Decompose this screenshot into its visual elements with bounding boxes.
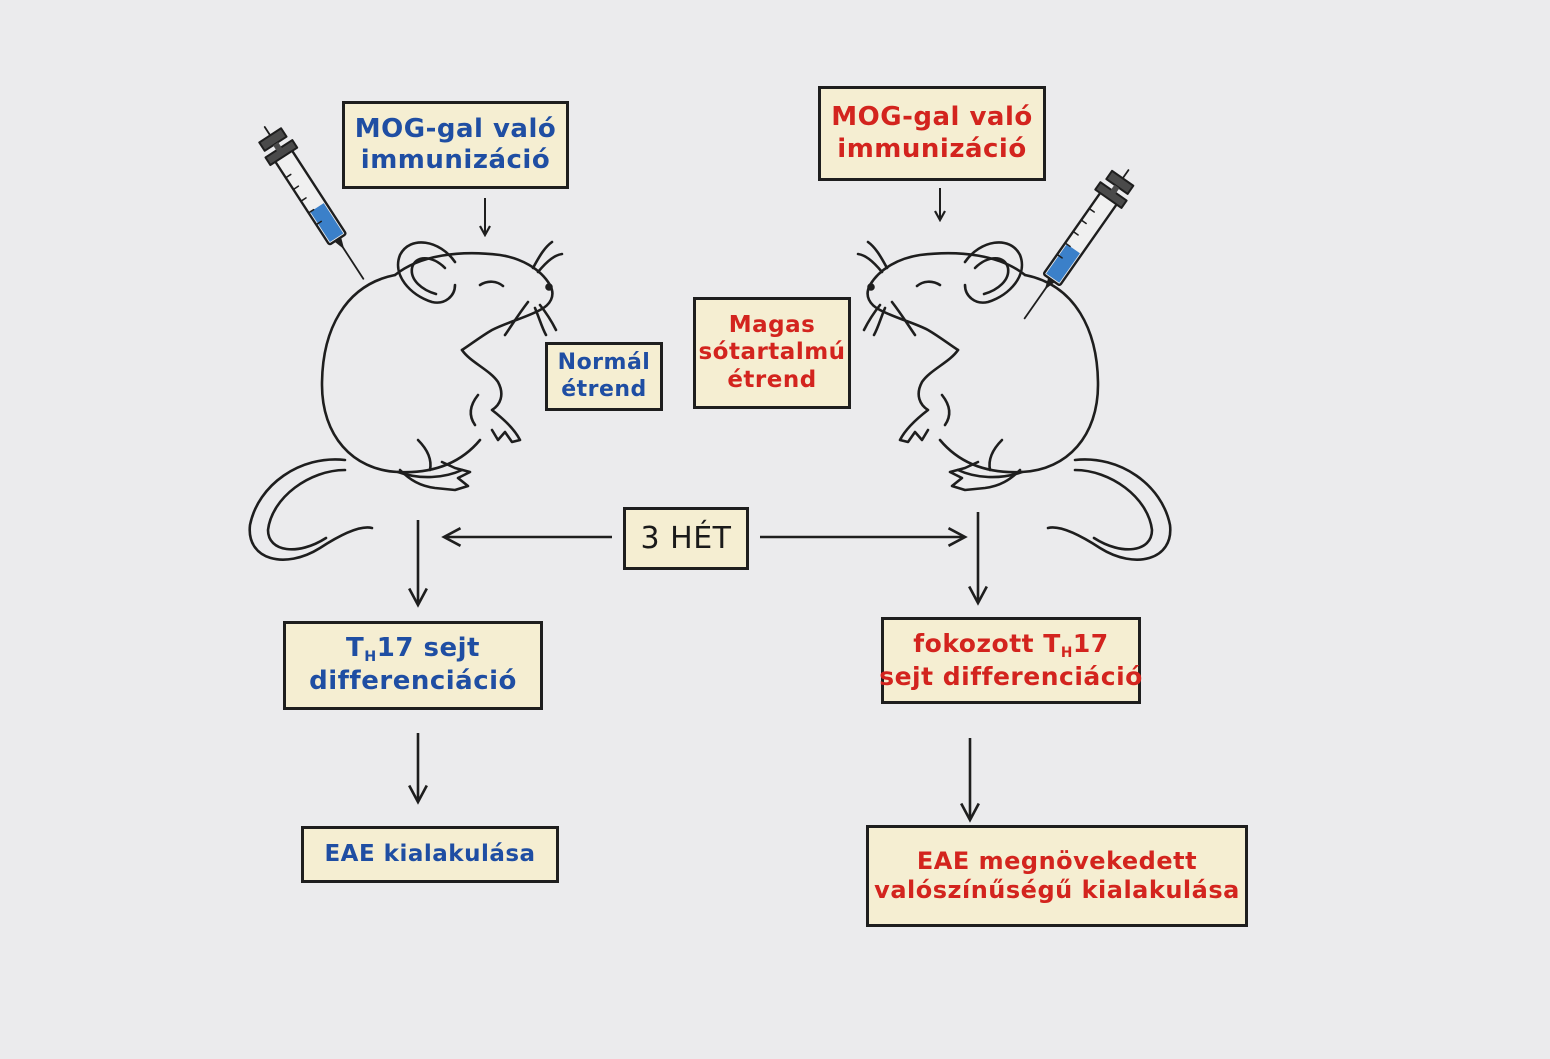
left-outcome-text: EAE kialakulása <box>324 840 536 867</box>
left-immunization-line1: MOG-gal való <box>354 113 557 144</box>
right-immunization-line2: immunizáció <box>837 133 1027 164</box>
right-diet-line3: étrend <box>727 366 817 393</box>
right-th17-sub: H <box>1060 645 1073 662</box>
mouse-icon <box>248 240 564 561</box>
right-outcome-line2: valószínűségű kialakulása <box>874 876 1240 904</box>
right-diet-line1: Magas <box>728 311 816 338</box>
left-outcome-box: EAE kialakulása <box>301 826 559 883</box>
left-diet-line2: étrend <box>561 376 647 402</box>
left-th17-box: TH17 sejt differenciáció <box>283 621 543 710</box>
syringe-icon <box>1010 159 1143 329</box>
right-immunization-box: MOG-gal való immunizáció <box>818 86 1046 181</box>
left-th17-sub: H <box>364 649 377 666</box>
right-th17-box: fokozott TH17 sejt differenciáció <box>879 617 1143 704</box>
left-th17-suffix: 17 sejt <box>376 633 480 664</box>
right-outcome-box: EAE megnövekedett valószínűségű kialakul… <box>866 825 1248 927</box>
right-th17-prefix: fokozott T <box>913 629 1061 659</box>
left-diet-line1: Normál <box>557 350 651 376</box>
left-immunization-line2: immunizáció <box>360 145 551 175</box>
mouse-icon <box>856 240 1172 561</box>
right-diet-box: Magas sótartalmú étrend <box>693 297 851 409</box>
right-immunization-line1: MOG-gal való <box>831 102 1033 133</box>
right-th17-line1: fokozott TH17 <box>913 629 1108 661</box>
right-outcome-line1: EAE megnövekedett <box>916 847 1198 876</box>
left-th17-line2: differenciáció <box>309 666 517 697</box>
right-th17-suffix: 17 <box>1072 629 1109 659</box>
left-th17-line1: TH17 sejt <box>346 633 480 666</box>
right-diet-line2: sótartalmú <box>698 339 846 366</box>
right-th17-line2: sejt differenciáció <box>879 661 1143 691</box>
duration-box: 3 HÉT <box>623 507 749 570</box>
left-diet-box: Normál étrend <box>545 342 663 411</box>
left-th17-prefix: T <box>346 633 365 664</box>
duration-label: 3 HÉT <box>640 520 732 556</box>
left-immunization-box: MOG-gal való immunizáció <box>342 101 569 189</box>
